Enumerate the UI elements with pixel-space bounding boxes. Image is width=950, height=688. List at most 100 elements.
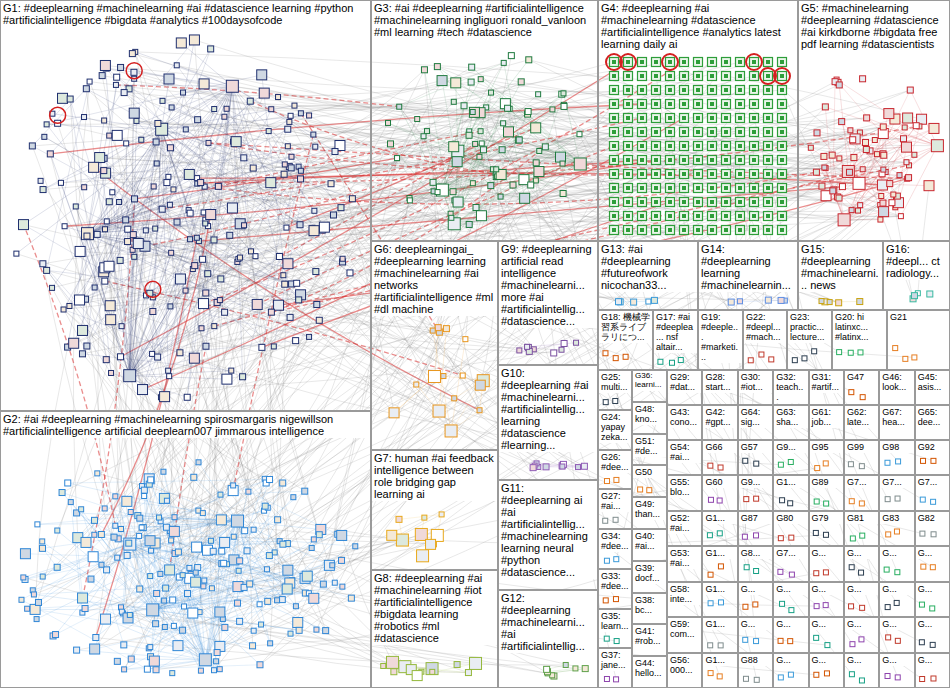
vertex-icon	[708, 58, 717, 67]
vertex-icon	[82, 185, 87, 190]
vertex-icon	[480, 147, 486, 153]
vertex-icon-inner	[640, 186, 644, 190]
vertex-icon	[473, 204, 479, 210]
vertex-icon-inner	[738, 88, 742, 92]
vertex-icon-inner	[738, 116, 742, 120]
self-loop	[662, 54, 678, 70]
intra-link	[95, 544, 130, 649]
vertex-icon	[211, 237, 217, 243]
intra-link	[116, 85, 232, 86]
vertex-icon-inner	[668, 144, 672, 148]
vertex-icon	[105, 301, 115, 311]
vertex-icon-inner	[710, 158, 714, 162]
intra-link	[153, 556, 270, 610]
vertex-icon-inner	[612, 172, 616, 176]
strong-link	[23, 225, 115, 526]
vertex-icon-inner	[640, 130, 644, 134]
vertex-icon	[199, 299, 209, 309]
vertex-icon	[863, 147, 869, 153]
intra-link	[152, 168, 291, 354]
inter-link	[77, 540, 403, 650]
vertex-icon	[666, 198, 675, 207]
vertex-icon	[736, 86, 745, 95]
vertex-icon-inner	[696, 88, 700, 92]
vertex-icon	[222, 374, 232, 384]
vertex-icon	[680, 58, 689, 67]
vertex-icon	[836, 195, 842, 201]
vertex-icon	[415, 117, 420, 122]
vertex-icon	[82, 115, 87, 120]
vertex-icon	[386, 120, 391, 125]
vertex-icon	[528, 182, 534, 188]
vertex-icon-inner	[612, 214, 616, 218]
vertex-icon	[276, 95, 281, 100]
vertex-icon	[294, 280, 300, 286]
vertex-icon	[226, 80, 238, 92]
vertex-icon	[666, 114, 675, 123]
vertex-icon	[652, 156, 661, 165]
vertex-icon	[129, 108, 139, 118]
vertex-icon	[215, 183, 221, 189]
inter-link	[162, 101, 839, 198]
vertex-icon	[694, 212, 703, 221]
vertex-icon	[708, 212, 717, 221]
vertex-icon	[44, 267, 50, 273]
vertex-icon-inner	[668, 60, 672, 64]
vertex-icon	[708, 72, 717, 81]
intra-link	[171, 540, 351, 598]
vertex-icon	[288, 165, 294, 171]
vertex-icon	[778, 58, 787, 67]
vertex-icon	[449, 215, 454, 220]
vertex-icon	[848, 128, 853, 133]
intra-link	[96, 521, 238, 637]
vertex-icon	[778, 114, 787, 123]
intra-link	[174, 531, 222, 619]
intra-link	[130, 253, 171, 376]
vertex-icon-inner	[738, 228, 742, 232]
vertex-icon	[203, 221, 208, 226]
vertex-icon	[808, 145, 813, 150]
intra-link	[194, 477, 238, 521]
vertex-icon-inner	[752, 116, 756, 120]
intra-link	[527, 343, 576, 347]
vertex-icon	[666, 86, 675, 95]
vertex-icon	[40, 261, 46, 267]
vertex-icon-inner	[780, 214, 784, 218]
intra-link	[106, 570, 288, 619]
intra-link	[56, 544, 130, 634]
intra-link	[23, 225, 146, 296]
vertex-icon	[227, 232, 233, 238]
vertex-icon	[610, 156, 619, 165]
intra-link	[23, 86, 232, 224]
inter-link	[269, 131, 616, 599]
vertex-icon	[858, 203, 863, 208]
vertex-icon-inner	[682, 130, 686, 134]
vertex-icon	[624, 114, 633, 123]
vertex-icon	[842, 165, 854, 177]
vertex-icon-inner	[640, 144, 644, 148]
vertex-icon-inner	[696, 74, 700, 78]
vertex-icon	[316, 317, 322, 323]
inter-link	[127, 76, 754, 555]
vertex-icon	[846, 169, 852, 175]
vertex-icon	[288, 113, 293, 118]
vertex-icon	[764, 184, 773, 193]
vertex-icon	[610, 184, 619, 193]
vertex-icon	[296, 297, 302, 303]
vertex-icon	[281, 171, 287, 177]
vertex-icon	[652, 128, 661, 137]
inter-link	[164, 162, 457, 601]
intra-link	[71, 502, 206, 660]
vertex-icon	[298, 111, 303, 116]
vertex-icon	[292, 103, 297, 108]
vertex-icon-inner	[668, 200, 672, 204]
vertex-icon-inner	[668, 186, 672, 190]
vertex-icon	[652, 212, 661, 221]
vertex-icon	[154, 161, 159, 166]
intra-link	[83, 330, 112, 373]
vertex-icon-inner	[668, 102, 672, 106]
intra-link	[124, 645, 206, 660]
vertex-icon-inner	[766, 214, 770, 218]
vertex-icon	[750, 58, 759, 67]
vertex-icon-inner	[640, 74, 644, 78]
